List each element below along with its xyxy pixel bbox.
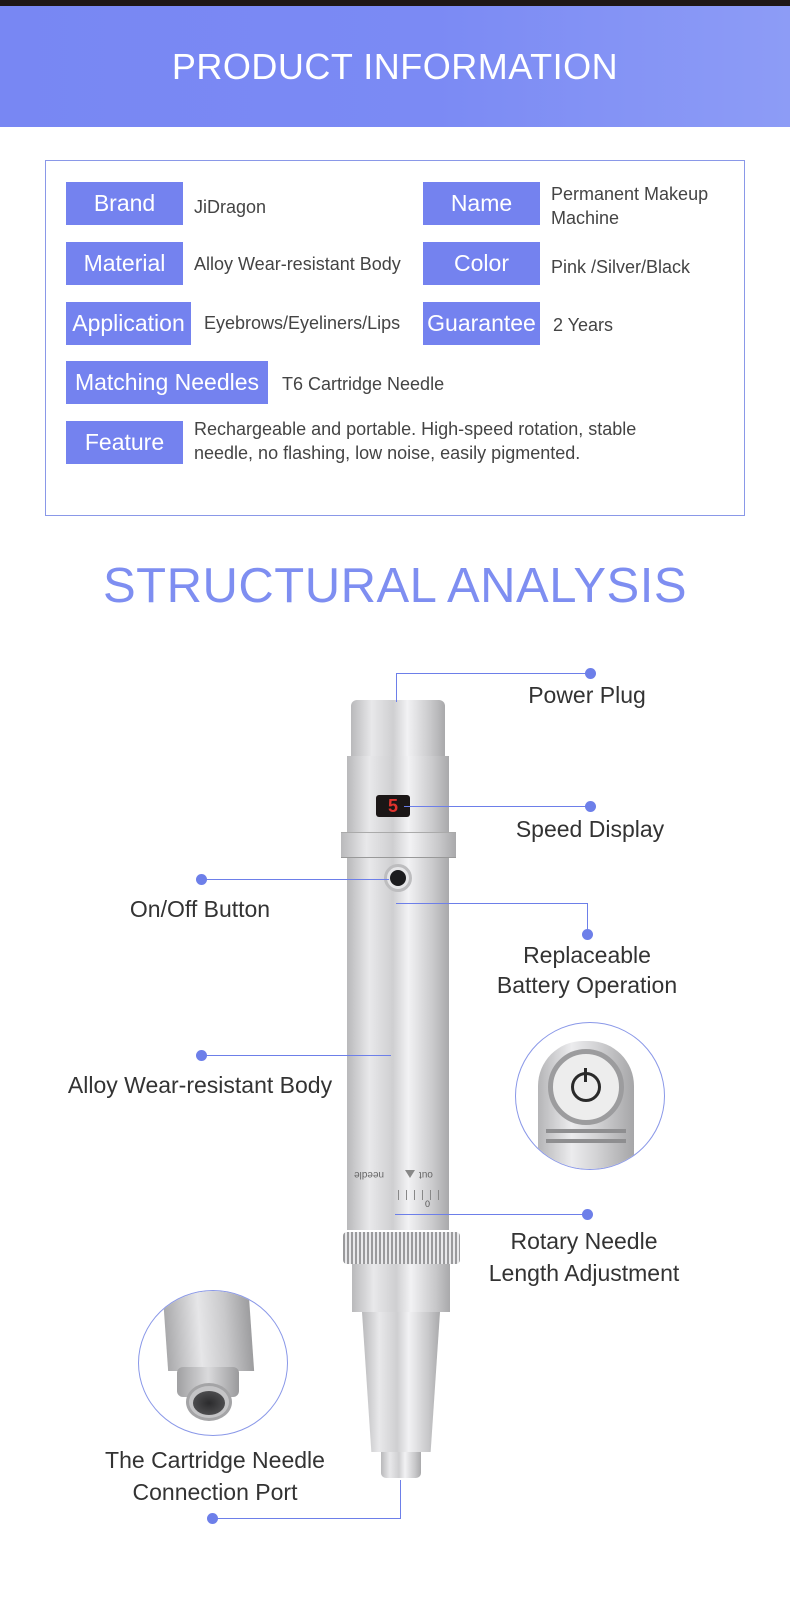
callout-replaceable-line2: Battery Operation — [496, 972, 678, 998]
cartridge-port-closeup — [138, 1290, 288, 1436]
label-matching-needles: Matching Needles — [66, 361, 268, 404]
on-off-leader — [201, 879, 389, 880]
cartridge-leader-v — [400, 1480, 401, 1518]
power-plug-dot — [585, 668, 596, 679]
label-color: Color — [423, 242, 540, 285]
power-button-closeup — [515, 1022, 665, 1170]
closeup-groove-2 — [546, 1139, 626, 1143]
closeup-groove-1 — [546, 1129, 626, 1133]
pen-main-body — [347, 858, 449, 1230]
value-color: Pink /Silver/Black — [551, 257, 691, 277]
closeup-tip-body — [161, 1291, 255, 1371]
closeup-button-face — [548, 1049, 624, 1125]
cartridge-leader-h — [212, 1518, 401, 1519]
callout-cartridge-line2: Connection Port — [132, 1479, 298, 1505]
value-brand: JiDragon — [194, 197, 267, 217]
product-information-banner: PRODUCT INFORMATION — [0, 6, 790, 127]
cartridge-dot — [207, 1513, 218, 1524]
top-edge-bar — [0, 0, 790, 6]
pen-lower-collar — [352, 1264, 450, 1312]
speed-display-screen: 5 — [376, 795, 410, 817]
alloy-body-leader — [201, 1055, 391, 1056]
pen-upper-body — [347, 756, 449, 832]
rotary-leader — [395, 1214, 587, 1215]
pen-collar — [341, 832, 456, 858]
structural-analysis-title: STRUCTURAL ANALYSIS — [102, 559, 688, 613]
scale-label-out: out — [419, 1169, 433, 1180]
battery-leader-h — [396, 903, 587, 904]
callout-replaceable-line1: Replaceable — [523, 942, 651, 968]
callout-alloy-body: Alloy Wear-resistant Body — [67, 1072, 333, 1098]
pen-tapered-tip — [362, 1312, 440, 1452]
speed-display-dot — [585, 801, 596, 812]
callout-speed-display: Speed Display — [515, 816, 665, 842]
rotary-knurled-ring[interactable] — [343, 1232, 460, 1264]
value-guarantee: 2 Years — [553, 315, 614, 335]
value-name: Permanent Makeup Machine — [551, 184, 709, 228]
label-brand: Brand — [66, 182, 183, 225]
label-material: Material — [66, 242, 183, 285]
power-symbol-stem — [584, 1068, 587, 1082]
callout-rotary-line1: Rotary Needle — [510, 1228, 658, 1254]
callout-on-off-button: On/Off Button — [129, 896, 271, 922]
label-feature: Feature — [66, 421, 183, 464]
scale-label-needle: needle — [354, 1169, 385, 1180]
power-button-icon — [390, 870, 406, 886]
rotary-dot — [582, 1209, 593, 1220]
value-material: Alloy Wear-resistant Body — [194, 254, 401, 274]
value-application: Eyebrows/Eyeliners/Lips — [204, 313, 401, 333]
power-plug-leader-h — [396, 673, 590, 674]
callout-rotary-line2: Length Adjustment — [488, 1260, 680, 1286]
callout-power-plug: Power Plug — [528, 682, 646, 708]
product-info-table: Brand JiDragon Name Permanent Makeup Mac… — [45, 160, 745, 516]
cartridge-port-tip — [381, 1452, 421, 1478]
battery-dot — [582, 929, 593, 940]
speed-display-leader — [404, 806, 590, 807]
on-off-dot — [196, 874, 207, 885]
label-guarantee: Guarantee — [423, 302, 540, 345]
value-feature: Rechargeable and portable. High-speed ro… — [194, 419, 637, 463]
label-application: Application — [66, 302, 191, 345]
value-matching-needles: T6 Cartridge Needle — [282, 374, 445, 394]
scale-arrow-icon — [405, 1170, 415, 1178]
battery-leader-v — [587, 903, 588, 933]
pen-power-plug-cap — [351, 700, 445, 756]
port-opening-icon — [193, 1391, 225, 1415]
callout-cartridge-line1: The Cartridge Needle — [105, 1447, 325, 1473]
scale-ticks — [398, 1190, 446, 1200]
power-plug-leader-v — [396, 673, 397, 702]
banner-title: PRODUCT INFORMATION — [171, 45, 619, 87]
scale-zero: 0 — [425, 1199, 431, 1209]
alloy-body-dot — [196, 1050, 207, 1061]
label-name: Name — [423, 182, 540, 225]
